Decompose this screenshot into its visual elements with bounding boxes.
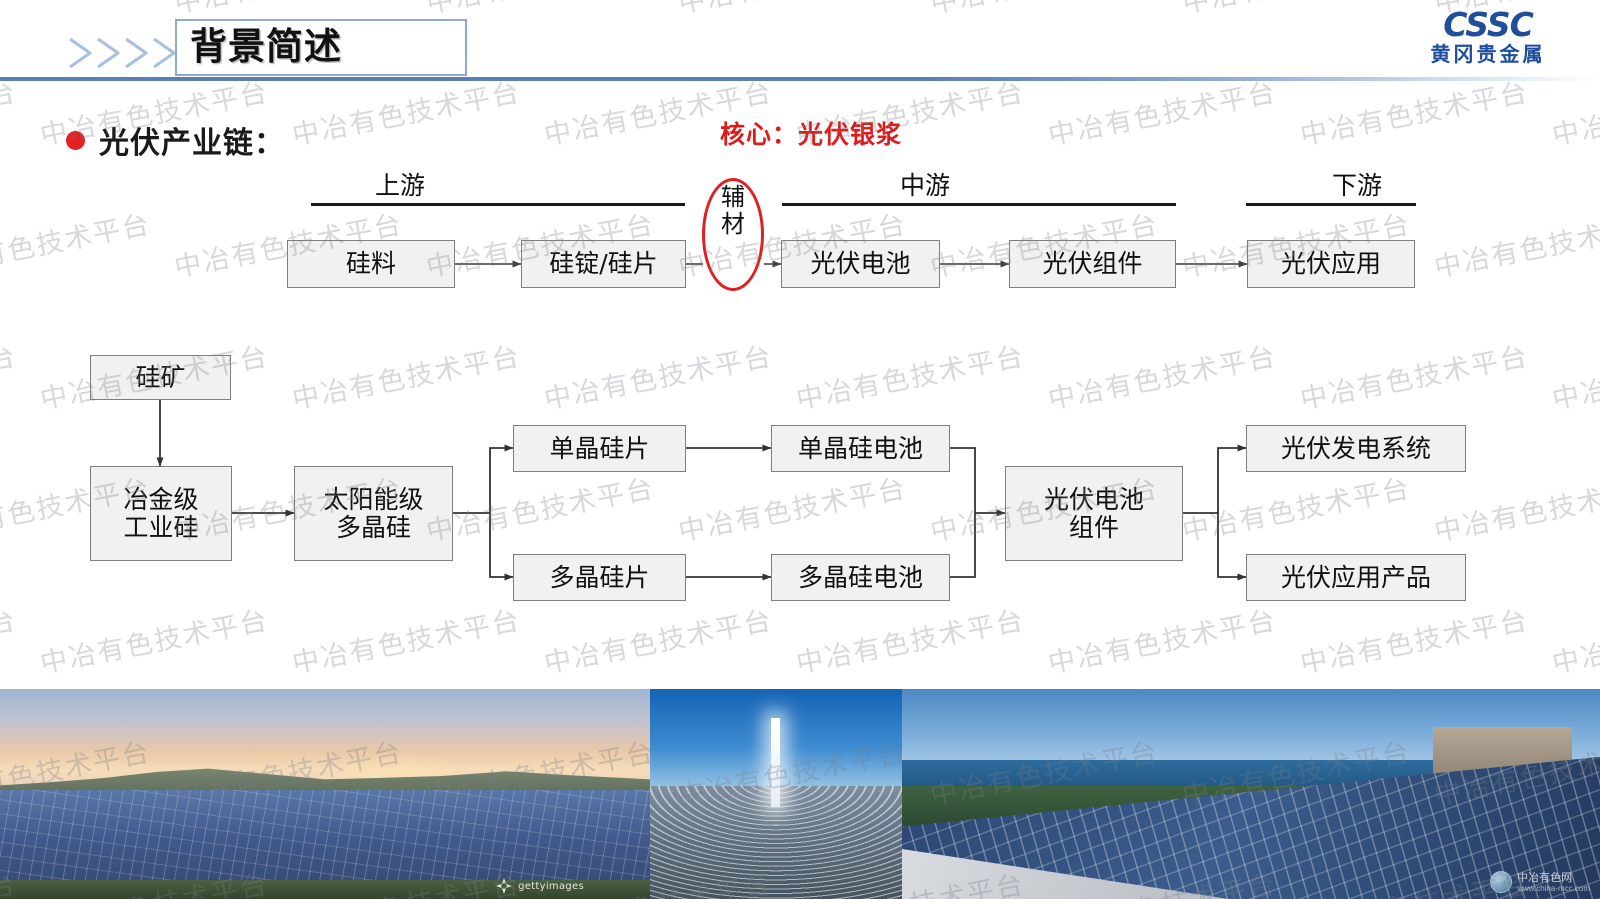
- segment-label-midstream: 中游: [899, 171, 950, 200]
- box-line-1: 光伏电池: [1043, 484, 1144, 514]
- aux-material-label: 辅材: [721, 183, 745, 238]
- box-line-2: 工业硅: [123, 512, 199, 542]
- flow-box-silicon-material[interactable]: 硅料: [287, 240, 455, 288]
- segment-rule-downstream: [1246, 203, 1416, 206]
- cssc-logo: CSSC 黄冈贵金属: [1398, 8, 1578, 74]
- flow-box-pv-app-products[interactable]: 光伏应用产品: [1246, 554, 1466, 601]
- watermark-text: 中冶有色技术平台: [0, 341, 20, 415]
- flow-box-silicon-ore[interactable]: 硅矿: [90, 355, 231, 400]
- photo2-solar-tower: [770, 718, 780, 807]
- watermark-text: 中冶有色技术平台: [0, 209, 154, 283]
- flow-box-pv-cell[interactable]: 光伏电池: [781, 240, 940, 288]
- flow-box-pv-power-system[interactable]: 光伏发电系统: [1246, 425, 1466, 472]
- getty-watermark-icon: gettyimages: [495, 877, 584, 895]
- watermark-text: 中冶有色技术平台: [1431, 209, 1600, 283]
- slide-header: 背景简述 CSSC 黄冈贵金属: [0, 0, 1600, 86]
- page-title: 背景简述: [190, 25, 342, 68]
- title-frame: [175, 19, 467, 76]
- watermark-text: 中冶有色技术平台: [1045, 341, 1280, 415]
- watermark-text: 中冶有色技术平台: [793, 341, 1028, 415]
- chevrons-right-icon: [66, 33, 186, 73]
- photo-rooftop-array: 中冶有色网 www.china-mcc.com: [902, 689, 1600, 899]
- photo-solar-farm-sunset: gettyimages: [0, 689, 650, 899]
- core-callout-label: 核心：光伏银浆: [720, 120, 903, 149]
- flow-box-poly-wafer[interactable]: 多晶硅片: [513, 554, 686, 601]
- flow-box-mono-cell[interactable]: 单晶硅电池: [771, 425, 950, 472]
- flow-box-pv-module[interactable]: 光伏组件: [1009, 240, 1176, 288]
- watermark-text: 中冶有色技术平台: [541, 341, 776, 415]
- watermark-text: 中冶有色技术平台: [289, 605, 524, 679]
- watermark-text: 中冶有色技术平台: [675, 473, 910, 547]
- box-line-1: 太阳能级: [323, 484, 424, 514]
- watermark-text: 中冶有色技术平台: [423, 473, 658, 547]
- brand-subtitle: 黄冈贵金属: [1430, 44, 1546, 66]
- getty-label: gettyimages: [518, 880, 584, 892]
- flow-box-poly-cell[interactable]: 多晶硅电池: [771, 554, 950, 601]
- segment-label-downstream: 下游: [1331, 171, 1382, 200]
- watermark-text: 中冶有色技术平台: [37, 605, 272, 679]
- box-line-2: 多晶硅: [335, 512, 411, 542]
- mcc-watermark-icon: 中冶有色网 www.china-mcc.com: [1490, 871, 1590, 893]
- brand-name: CSSC: [1443, 5, 1534, 44]
- watermark-text: 中冶有色技术平台: [1549, 605, 1600, 679]
- watermark-text: 中冶有色技术平台: [1179, 473, 1414, 547]
- bullet-dot-icon: [66, 130, 85, 150]
- watermark-text: 中冶有色技术平台: [541, 605, 776, 679]
- segment-rule-upstream: [311, 203, 685, 206]
- box-line-2: 组件: [1068, 512, 1119, 542]
- getty-mark-icon: [496, 878, 513, 894]
- watermark-text: 中冶有色技术平台: [1045, 605, 1280, 679]
- segment-rule-midstream: [782, 203, 1176, 206]
- watermark-text: 中冶有色技术平台: [289, 341, 524, 415]
- segment-label-upstream: 上游: [374, 171, 425, 200]
- photo-solar-tower: [650, 689, 902, 899]
- flow-box-mono-wafer[interactable]: 单晶硅片: [513, 425, 686, 472]
- header-divider: [0, 77, 1600, 81]
- flow-box-pv-application[interactable]: 光伏应用: [1247, 240, 1415, 288]
- watermark-text: 中冶有色技术平台: [1297, 341, 1532, 415]
- flow-box-ingot-wafer[interactable]: 硅锭/硅片: [521, 240, 686, 288]
- flow-box-pv-cell-module[interactable]: 光伏电池 组件: [1005, 466, 1183, 561]
- watermark-text: 中冶有色技术平台: [1431, 473, 1600, 547]
- photo1-grass: [0, 880, 650, 899]
- watermark-text: 中冶有色技术平台: [1297, 605, 1532, 679]
- flow-box-solar-polysilicon[interactable]: 太阳能级 多晶硅: [294, 466, 453, 561]
- bullet-heading: 光伏产业链：: [66, 118, 285, 162]
- bullet-heading-label: 光伏产业链：: [99, 126, 285, 161]
- photo-strip: gettyimages 中冶有色网 www.china-mcc.com: [0, 689, 1600, 899]
- mcc-label: 中冶有色网: [1517, 871, 1573, 884]
- aux-material-ellipse-icon: [702, 178, 764, 291]
- mcc-globe-icon: [1490, 871, 1513, 893]
- box-line-1: 冶金级: [123, 484, 199, 514]
- watermark-text: 中冶有色技术平台: [1549, 341, 1600, 415]
- flow-box-metallurgical-silicon[interactable]: 冶金级 工业硅: [90, 466, 232, 561]
- watermark-text: 中冶有色技术平台: [0, 605, 20, 679]
- mcc-url: www.china-mcc.com: [1517, 883, 1590, 893]
- watermark-text: 中冶有色技术平台: [793, 605, 1028, 679]
